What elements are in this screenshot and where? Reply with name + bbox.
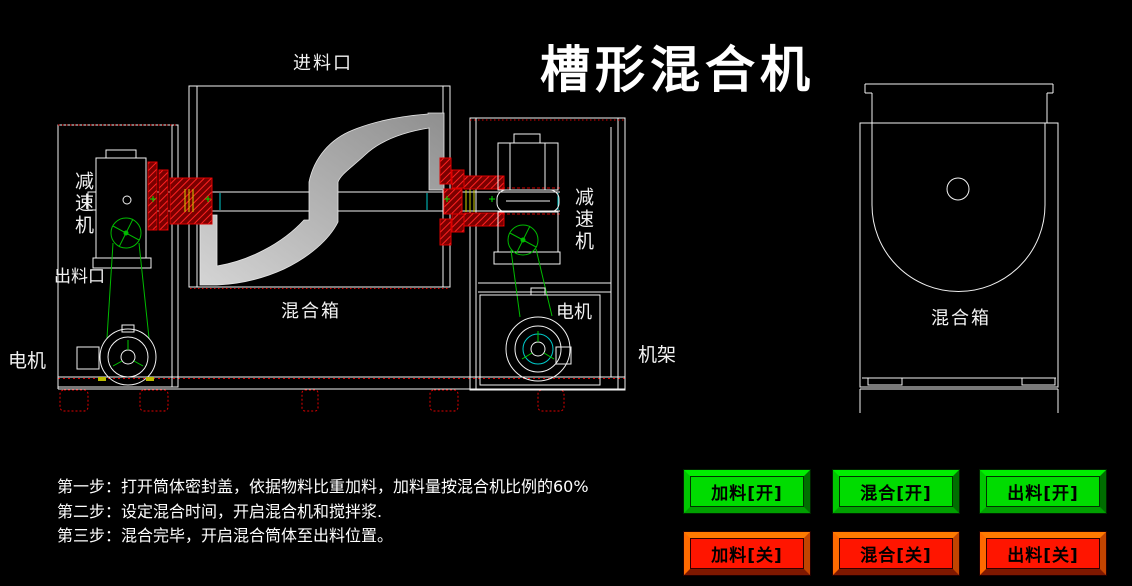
page-title: 槽形混合机 (540, 41, 815, 99)
step-1: 第一步：打开筒体密封盖，依据物料比重加料，加料量按混合机比例的60% (57, 477, 589, 496)
mix-off-button[interactable]: 混合[关] (833, 532, 959, 575)
mixer-cad-drawing (57, 83, 1059, 413)
mixing-box-front-label: 混合箱 (281, 301, 341, 322)
reducer-left-label: 减速机 (72, 171, 94, 237)
front-view (57, 85, 626, 412)
mixing-box-side-label: 混合箱 (931, 308, 991, 329)
discharge-on-button[interactable]: 出料[开] (980, 470, 1106, 513)
operation-steps: 第一步：打开筒体密封盖，依据物料比重加料，加料量按混合机比例的60% 第二步：设… (57, 475, 589, 549)
mix-on-button[interactable]: 混合[开] (833, 470, 959, 513)
motor-left-label: 电机 (8, 350, 47, 372)
end-view (859, 83, 1059, 413)
step-3: 第三步：混合完毕，开启混合筒体至出料位置。 (57, 526, 394, 545)
step-2: 第二步：设定混合时间，开启混合机和搅拌浆. (57, 501, 383, 521)
ribbon-blade (199, 112, 445, 286)
discharge-port-label: 出料口 (54, 267, 105, 287)
frame-label: 机架 (638, 344, 677, 366)
discharge-off-button[interactable]: 出料[关] (980, 532, 1106, 575)
feed-on-button[interactable]: 加料[开] (684, 470, 810, 513)
motor-right-label: 电机 (556, 302, 592, 323)
feed-off-button[interactable]: 加料[关] (684, 532, 810, 575)
reducer-right-label: 减速机 (572, 187, 594, 253)
feed-inlet-label: 进料口 (293, 53, 353, 74)
